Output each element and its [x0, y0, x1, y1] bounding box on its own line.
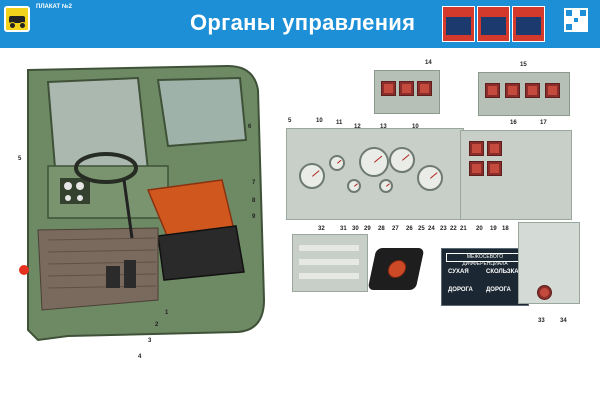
toggle-switch[interactable] — [469, 141, 484, 156]
truck-cab-illustration — [19, 64, 266, 342]
callout-2: 2 — [155, 322, 159, 328]
sign-left-bottom: ДОРОГА — [448, 287, 473, 293]
callout-5b: 5 — [288, 118, 292, 124]
thumbnail-1 — [442, 6, 475, 42]
sign-title: МЕЖОСЕВОГО ДИФФЕРЕНЦИАЛА — [446, 253, 524, 267]
toggle-switch[interactable] — [487, 141, 502, 156]
page-title: Органы управления — [190, 10, 416, 35]
sign-left-top: СУХАЯ — [448, 269, 469, 275]
callout-19: 19 — [490, 226, 497, 232]
sign-right-bottom: ДОРОГА — [486, 287, 511, 293]
poster-label: ПЛАКАТ №2 — [36, 4, 72, 10]
toggle-switch[interactable] — [545, 83, 560, 98]
callout-13: 13 — [380, 124, 387, 130]
callout-24: 24 — [428, 226, 435, 232]
callout-11: 11 — [336, 120, 343, 126]
truck-logo-icon — [4, 6, 30, 32]
diff-lock-knob[interactable] — [386, 260, 408, 278]
toggle-switch[interactable] — [399, 81, 414, 96]
callout-22: 22 — [450, 226, 457, 232]
right-control-panel — [460, 130, 572, 220]
callout-10b: 10 — [412, 124, 419, 130]
callout-26: 26 — [406, 226, 413, 232]
callout-34: 34 — [560, 318, 567, 324]
callout-25: 25 — [418, 226, 425, 232]
switch-group-14 — [374, 70, 440, 114]
thumbnail-2 — [477, 6, 510, 42]
header-bar: ПЛАКАТ №2 Органы управления — [0, 0, 600, 48]
callout-7: 7 — [252, 180, 256, 186]
callout-8: 8 — [252, 198, 256, 204]
gauge — [347, 179, 361, 193]
lower-switch-panel — [292, 234, 368, 292]
poster-thumbnails — [442, 6, 590, 44]
callout-10: 10 — [316, 118, 323, 124]
callout-23: 23 — [440, 226, 447, 232]
instrument-panel — [286, 128, 464, 220]
toggle-switch[interactable] — [485, 83, 500, 98]
callout-4: 4 — [138, 354, 142, 360]
callout-21: 21 — [460, 226, 467, 232]
callout-32: 32 — [318, 226, 325, 232]
sign-right-top: СКОЛЬЗКАЯ — [486, 269, 523, 275]
switch-group-15 — [478, 72, 570, 116]
callout-30: 30 — [352, 226, 359, 232]
toggle-switch[interactable] — [505, 83, 520, 98]
speedometer-gauge — [359, 147, 389, 177]
callout-1: 1 — [165, 310, 169, 316]
callout-3: 3 — [148, 338, 152, 344]
callout-27: 27 — [392, 226, 399, 232]
tachometer-gauge — [299, 163, 325, 189]
callout-6: 6 — [248, 124, 252, 130]
callout-15: 15 — [520, 62, 527, 68]
callout-17: 17 — [540, 120, 547, 126]
gauge — [379, 179, 393, 193]
gauge — [417, 165, 443, 191]
diff-lock-sign: МЕЖОСЕВОГО ДИФФЕРЕНЦИАЛА СУХАЯ ДОРОГА СК… — [441, 248, 529, 306]
toggle-switch[interactable] — [525, 83, 540, 98]
side-control-panel — [518, 222, 580, 304]
callout-14: 14 — [425, 60, 432, 66]
toggle-switch[interactable] — [417, 81, 432, 96]
round-button[interactable] — [537, 285, 552, 300]
callout-16: 16 — [510, 120, 517, 126]
callout-5: 5 — [18, 156, 22, 162]
gauge — [389, 147, 415, 173]
callout-9: 9 — [252, 214, 256, 220]
toggle-switch[interactable] — [381, 81, 396, 96]
diff-lock-knob-panel — [367, 248, 425, 290]
callout-28: 28 — [378, 226, 385, 232]
callout-12: 12 — [354, 124, 361, 130]
callout-20: 20 — [476, 226, 483, 232]
poster-info: ПЛАКАТ №2 — [36, 4, 156, 11]
qr-code-icon — [564, 8, 588, 32]
callout-29: 29 — [364, 226, 371, 232]
gauge — [329, 155, 345, 171]
thumbnail-3 — [512, 6, 545, 42]
callout-31: 31 — [340, 226, 347, 232]
toggle-switch[interactable] — [469, 161, 484, 176]
callout-18: 18 — [502, 226, 509, 232]
toggle-switch[interactable] — [487, 161, 502, 176]
callout-33: 33 — [538, 318, 545, 324]
